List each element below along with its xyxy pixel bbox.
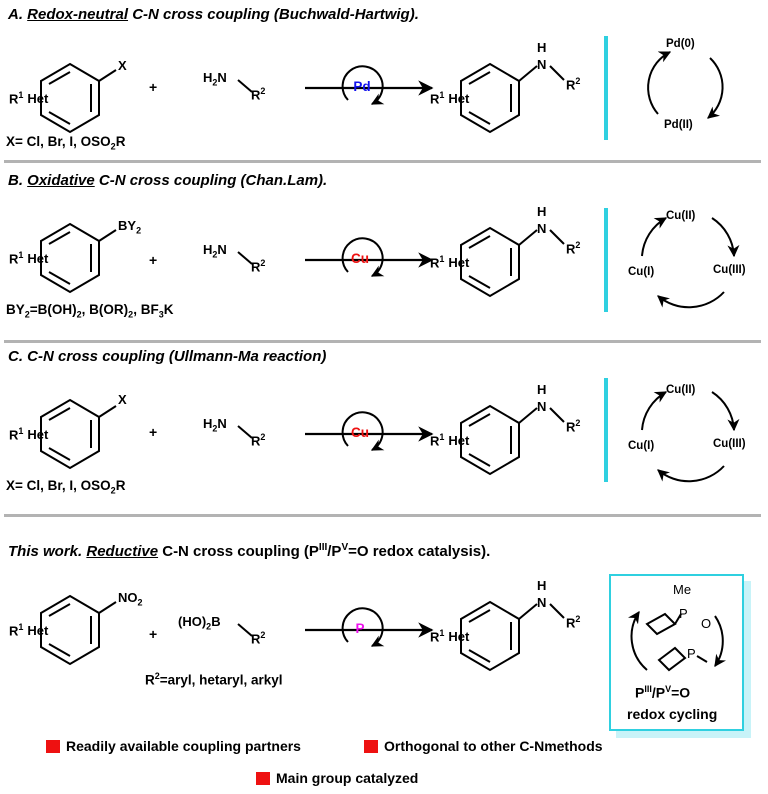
divider-a: [4, 160, 761, 163]
section-d-product-ring: [460, 600, 565, 672]
section-c-reactant-ring: [40, 398, 117, 470]
section-b-cyan-bar: [604, 208, 608, 312]
section-c-title: C. C-N cross coupling (Ullmann-Ma reacti…: [8, 348, 327, 365]
section-a-cyan-bar: [604, 36, 608, 140]
section-a-amine: H2N: [203, 70, 227, 88]
section-c-substituent: X: [118, 392, 127, 407]
section-b-product-ring: [460, 226, 565, 298]
phosphetane-me-label: Me: [673, 582, 692, 597]
section-b-cycle-cu3: Cu(III): [713, 264, 746, 276]
section-d-title: This work. Reductive C-N cross coupling …: [8, 542, 491, 560]
section-a-plus: +: [149, 79, 158, 95]
legend-square-icon: [256, 771, 270, 785]
section-a-catalyst: Pd: [353, 79, 371, 94]
section-c-cycle-cu2: Cu(II): [666, 384, 696, 396]
section-b-plus: +: [149, 252, 158, 268]
section-b-condition: BY2=B(OH)2, B(OR)2, BF3K: [6, 302, 174, 320]
section-d-r2-definition: R2=aryl, hetaryl, arkyl: [145, 671, 283, 688]
section-d-boronic-acid: (HO)2B: [178, 614, 221, 632]
section-d-boronic-r2: R2: [251, 630, 266, 647]
section-a-reactant-ring: [40, 62, 117, 134]
section-a-prefix: A.: [8, 6, 28, 23]
section-a-cycle-pd2: Pd(II): [664, 119, 693, 131]
legend-item-1: Readily available coupling partners: [46, 738, 301, 754]
phosphetane-redox-box: Me P O P PIII/PV=O redox cycling: [609, 574, 744, 731]
section-a-product-ring: [460, 62, 565, 134]
section-a-title: A. Redox-neutral C-N cross coupling (Buc…: [8, 6, 419, 23]
section-b-amine-bond: [237, 251, 253, 265]
section-d-product-n: N: [537, 595, 547, 610]
section-c-cyan-bar: [604, 378, 608, 482]
section-d-product-h: H: [537, 578, 547, 593]
legend-square-icon: [364, 739, 378, 753]
section-d-reaction-arrow: [305, 607, 434, 647]
section-c-product-ring: [460, 404, 565, 476]
section-d-boronic-bond: [237, 623, 253, 637]
divider-b: [4, 340, 761, 343]
phosphetane-pv-label: PIII/PV=O: [635, 684, 691, 701]
section-a-amine-r2: R2: [251, 86, 266, 103]
divider-c: [4, 514, 761, 517]
phosphetane-caption: redox cycling: [627, 706, 718, 722]
section-c-product-r2: R2: [566, 418, 581, 435]
section-b-product-r2: R2: [566, 240, 581, 257]
section-a-catalytic-cycle: [647, 51, 724, 119]
legend-item-3: Main group catalyzed: [256, 770, 418, 786]
section-d-plus: +: [149, 626, 158, 642]
section-c-amine-r2: R2: [251, 432, 266, 449]
section-c-reaction-arrow: [305, 411, 434, 451]
section-a-product-n: N: [537, 57, 547, 72]
section-c-product-n: N: [537, 399, 547, 414]
section-b-product-n: N: [537, 221, 547, 236]
section-c-catalytic-cycle: [641, 391, 740, 483]
phosphetane-o-label: O: [701, 616, 712, 631]
section-b-amine: H2N: [203, 242, 227, 260]
legend-square-icon: [46, 739, 60, 753]
section-b-amine-r2: R2: [251, 258, 266, 275]
section-d-reactant-ring: [40, 594, 117, 666]
phosphetane-p-oxide-label: P: [679, 606, 688, 621]
section-c-plus: +: [149, 424, 158, 440]
section-a-substituent: X: [118, 58, 127, 73]
section-b-reaction-arrow: [305, 237, 434, 277]
phosphetane-p-label: P: [687, 646, 696, 661]
section-b-catalyst: Cu: [351, 251, 369, 266]
section-c-cycle-cu3: Cu(III): [713, 438, 746, 450]
section-b-product-h: H: [537, 204, 547, 219]
section-d-catalyst: P: [355, 621, 365, 636]
section-c-amine-bond: [237, 425, 253, 439]
phosphetane-cycle-diagram: [628, 611, 727, 672]
section-b-substituent: BY2: [118, 218, 142, 236]
section-c-product-h: H: [537, 382, 547, 397]
section-a-product-h: H: [537, 40, 547, 55]
section-a-reaction-arrow: [305, 65, 434, 105]
section-d-product-r2: R2: [566, 614, 581, 631]
section-b-catalytic-cycle: [641, 217, 740, 309]
legend-item-2: Orthogonal to other C-Nmethods: [364, 738, 603, 754]
section-a-product-r2: R2: [566, 76, 581, 93]
section-a-keyword: Redox-neutral: [27, 6, 129, 23]
section-a-amine-bond: [237, 79, 253, 93]
section-c-cycle-cu1: Cu(I): [628, 440, 655, 452]
section-d-substituent: NO2: [118, 590, 143, 608]
section-c-amine: H2N: [203, 416, 227, 434]
section-b-cycle-cu2: Cu(II): [666, 210, 696, 222]
section-b-cycle-cu1: Cu(I): [628, 266, 655, 278]
section-a-cycle-pd0: Pd(0): [666, 38, 695, 50]
section-a-suffix: C-N cross coupling (Buchwald-Hartwig).: [128, 6, 419, 23]
section-a-condition: X= Cl, Br, I, OSO2R: [6, 134, 126, 152]
section-b-reactant-ring: [40, 222, 117, 294]
section-b-title: B. Oxidative C-N cross coupling (Chan.La…: [8, 172, 328, 189]
section-c-condition: X= Cl, Br, I, OSO2R: [6, 478, 126, 496]
section-c-catalyst: Cu: [351, 425, 369, 440]
